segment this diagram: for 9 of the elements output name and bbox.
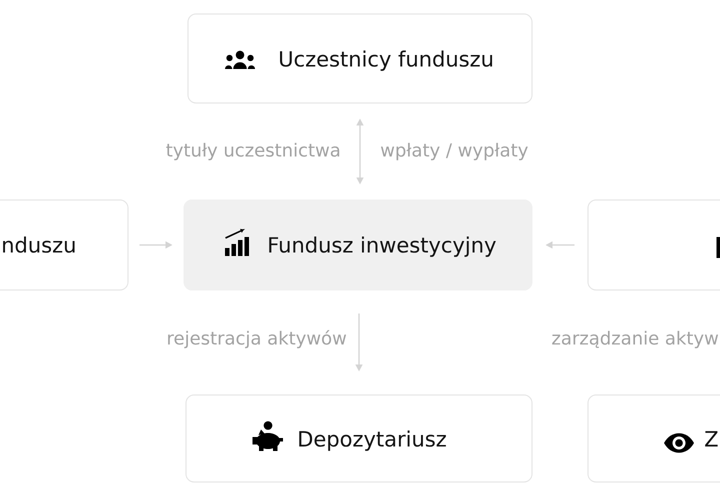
edge-label: rejestracja aktywów: [168, 330, 346, 348]
edge-label: tytuły uczestnictwa: [166, 142, 340, 160]
flow-label: zarządzanie aktyw: [552, 330, 718, 348]
flow-label: wpłaty / wypłaty: [380, 142, 528, 160]
entity-box: nduszu: [0, 200, 128, 290]
entity-box: Uczestnicy funduszu: [188, 14, 532, 104]
central-box: Fundusz inwestycyjny: [184, 200, 532, 290]
entity-box: Z: [588, 394, 720, 482]
entity-box: Depozytariusz: [186, 394, 532, 482]
